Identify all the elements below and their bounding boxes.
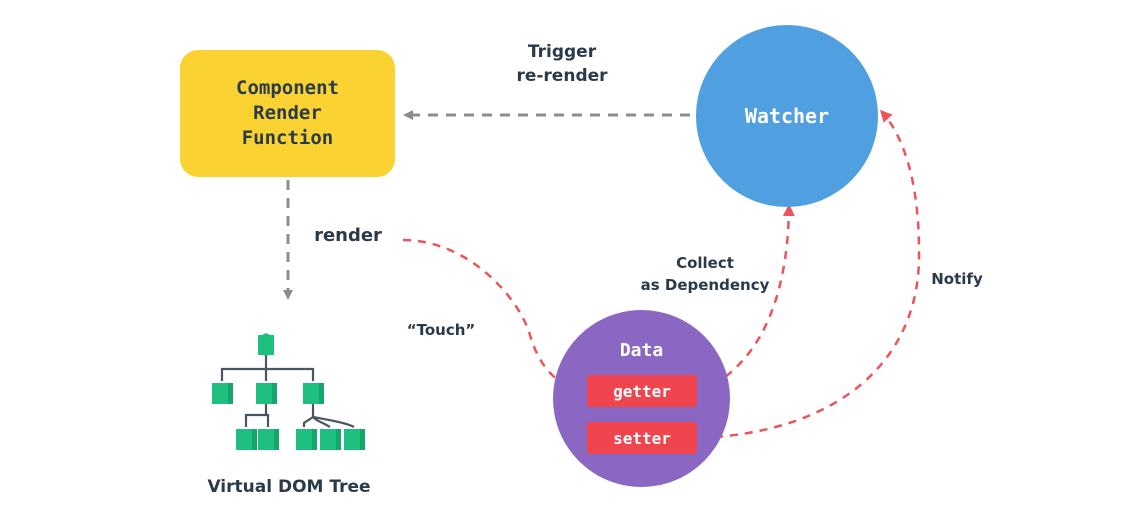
touch-label: “Touch” — [406, 321, 476, 339]
trigger-rerender-label: Trigger re-render — [516, 42, 608, 86]
collect-dependency-arrow — [699, 204, 795, 394]
component-render-function: Component Render Function — [180, 50, 395, 177]
setter-badge: setter — [587, 422, 697, 454]
virtual-dom-tree-label: Virtual DOM Tree — [207, 477, 371, 497]
collect-dependency-label: Collect as Dependency — [640, 254, 770, 294]
watcher: Watcher — [696, 25, 878, 207]
virtual-dom-tree-icon — [212, 333, 365, 450]
data: Data getter setter — [553, 310, 730, 487]
touch-arrow — [402, 238, 581, 394]
notify-label: Notify — [931, 270, 983, 288]
notify-arrow — [699, 109, 921, 440]
render-label: render — [314, 225, 382, 246]
tree-nodes — [212, 333, 365, 450]
getter-badge: getter — [587, 375, 697, 407]
data-label: Data — [619, 340, 664, 361]
